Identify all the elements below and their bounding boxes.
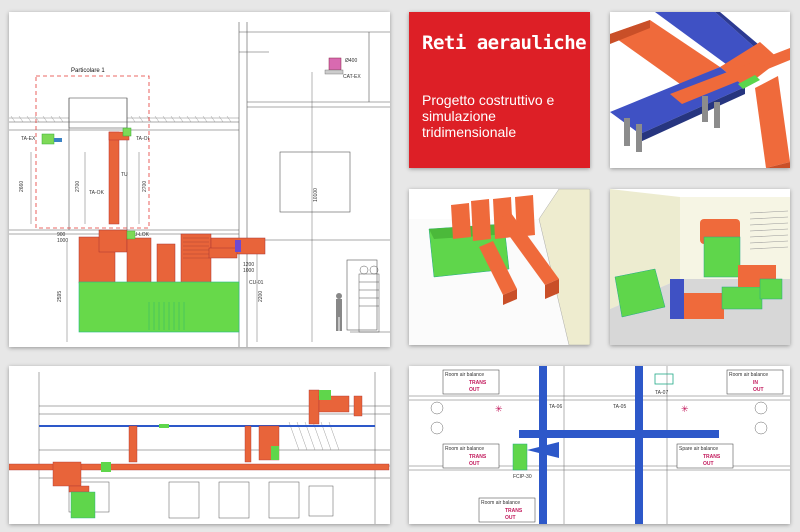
long-section-drawing [9,366,390,524]
title-panel: Reti aerauliche Progetto costruttivo e s… [409,12,590,168]
svg-text:TRANS: TRANS [469,454,487,460]
svg-text:OUT: OUT [505,515,516,521]
tag-fcip-30: FCIP-30 [513,474,532,480]
svg-text:Spare air balance: Spare air balance [679,446,718,452]
dim-1000: 1000 [57,238,68,244]
section-drawing-svg: Particolare 1 2660 2700 2700 10100 2200 … [9,22,390,347]
svg-text:Room air balance: Room air balance [445,372,484,378]
svg-text:OUT: OUT [469,387,480,393]
tag-wu-lok: WU-LOK [129,232,150,238]
svg-text:IN: IN [753,380,758,386]
roof-render-svg [409,189,590,345]
title-subtitle: Progetto costruttivo e simulazione tridi… [422,92,555,140]
star-icon: ✳ [681,405,689,415]
dim-2200: 2200 [258,291,264,302]
svg-text:OUT: OUT [703,461,714,467]
svg-text:TRANS: TRANS [703,454,721,460]
tag-cat-ex: CAT-EX [343,74,361,80]
star-icon: ✳ [495,405,503,415]
svg-text:TRANS: TRANS [469,380,487,386]
tag-ta-06: TA-06 [549,404,562,410]
room-tag-3: Spare air balance TRANS OUT [676,443,734,469]
tag-ta-oi: TA-OI [136,136,149,142]
dim-1000-b: 1000 [243,268,254,274]
dim-2700-b: 2700 [142,181,148,192]
room-tag-2: Room air balance TRANS OUT [442,443,500,469]
room-render-svg [610,189,790,345]
dim-2660: 2660 [19,181,25,192]
person-figure-icon [336,293,342,331]
svg-text:Room air balance: Room air balance [445,446,484,452]
tag-ta-05: TA-05 [613,404,626,410]
tag-cu-01: CU-01 [249,280,264,286]
dim-2595: 2595 [57,291,63,302]
dim-1200: 1200 [243,262,254,268]
tag-400: Ø400 [345,58,357,64]
dim-900: 900 [57,232,66,238]
room-tag-4: Room air balance IN OUT [726,369,784,395]
tag-ta-ok: TA-OK [89,190,105,196]
long-section-svg [9,372,390,524]
dim-2700: 2700 [75,181,81,192]
duct-render-roof [409,189,590,345]
tag-tu: TU [121,172,128,178]
tag-ta-ex: TA-EX [21,136,36,142]
duct-render-room [610,189,790,345]
dim-10100: 10100 [313,188,319,202]
svg-text:TRANS: TRANS [505,508,523,514]
floor-plan-svg: ✳ ✳ Room air balance TRANS OUT Room air … [409,366,790,524]
duct-crossing-svg [610,12,790,168]
tag-ta-07: TA-07 [655,390,668,396]
floor-plan-drawing: ✳ ✳ Room air balance TRANS OUT Room air … [409,366,790,524]
svg-text:OUT: OUT [753,387,764,393]
room-tag-1: Room air balance TRANS OUT [442,369,500,395]
detail-label: Particolare 1 [71,68,105,74]
detail-frame [35,75,150,229]
duct-render-crossing [610,12,790,168]
main-section-drawing: Particolare 1 2660 2700 2700 10100 2200 … [9,12,390,347]
svg-text:Room air balance: Room air balance [729,372,768,378]
svg-text:Room air balance: Room air balance [481,500,520,506]
svg-text:OUT: OUT [469,461,480,467]
room-tag-5: Room air balance TRANS OUT [478,497,536,523]
title-heading: Reti aerauliche [422,32,587,54]
